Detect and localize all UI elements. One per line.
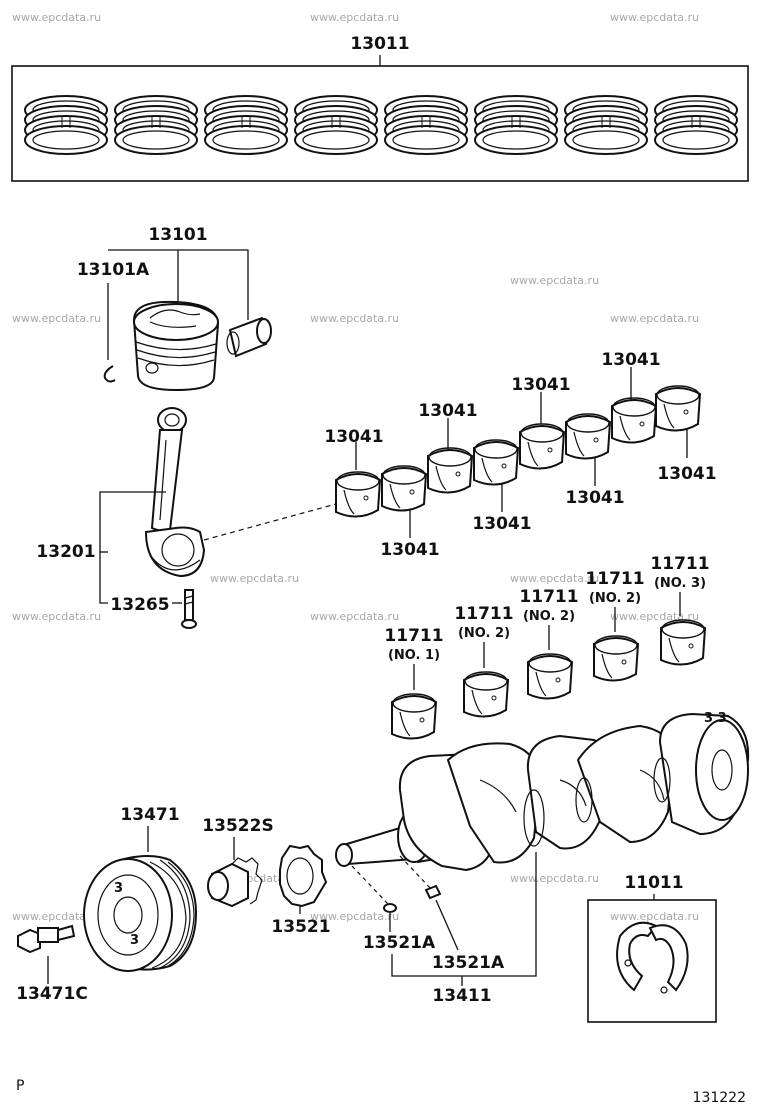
piston-ring-stack xyxy=(204,95,288,155)
timing-gear-spacer[interactable]: 13522S xyxy=(202,816,274,908)
label-13041: 13041 xyxy=(511,375,570,395)
label-13041: 13041 xyxy=(324,427,383,447)
piston-ring-stack xyxy=(474,95,558,155)
pulley-bolt[interactable]: 13471C xyxy=(16,924,88,1004)
conrod-bearings[interactable]: 13041 13041 13041 13041 13041 13041 1304… xyxy=(324,350,716,560)
label-13041: 13041 xyxy=(472,514,531,534)
crankshaft[interactable]: 3 3 13411 xyxy=(335,711,750,1006)
label-13101a: 13101A xyxy=(77,260,150,280)
key-b xyxy=(424,884,442,900)
assembly-dash-line xyxy=(203,503,337,541)
label-11711: 11711 xyxy=(454,604,513,624)
thrust-washers[interactable]: 11011 xyxy=(587,873,717,1023)
main-bearing-shell xyxy=(391,693,438,740)
pulley-mark: 3 xyxy=(114,881,123,896)
watermark: www.epcdata.ru xyxy=(510,572,599,585)
piston xyxy=(132,300,220,392)
piston-pin xyxy=(226,316,272,358)
watermark: www.epcdata.ru xyxy=(310,312,399,325)
snap-ring xyxy=(103,365,116,383)
watermark: www.epcdata.ru xyxy=(610,610,699,623)
label-11711: 11711 xyxy=(650,554,709,574)
label-no2: (NO. 2) xyxy=(523,609,575,624)
label-11711: 11711 xyxy=(519,587,578,607)
crank-keys[interactable]: 13521A 13521A xyxy=(351,855,505,973)
connecting-rod[interactable]: 13201 xyxy=(36,407,206,604)
watermark: www.epcdata.ru xyxy=(610,910,699,923)
conrod-bearing-shell xyxy=(655,385,702,432)
watermark: www.epcdata.ru xyxy=(210,572,299,585)
conrod-bearing-shell xyxy=(381,465,428,512)
main-bearing-shell xyxy=(527,653,574,700)
label-13041: 13041 xyxy=(380,540,439,560)
crank-timing-gear[interactable]: 13521 xyxy=(271,844,331,937)
label-no2: (NO. 2) xyxy=(458,626,510,641)
piston-ring-stack xyxy=(24,95,108,155)
label-13041: 13041 xyxy=(565,488,624,508)
pulley-mark: 3 xyxy=(130,933,139,948)
piston-ring-stack xyxy=(384,95,468,155)
watermark: www.epcdata.ru xyxy=(12,312,101,325)
crankshaft-body: 3 3 xyxy=(335,711,750,872)
label-13471c: 13471C xyxy=(16,984,88,1004)
watermark: www.epcdata.ru xyxy=(310,11,399,24)
crank-mark: 3 3 xyxy=(704,711,727,726)
conrod-bearing-shell xyxy=(335,471,382,518)
label-13041: 13041 xyxy=(601,350,660,370)
conrod-bolt[interactable]: 13265 xyxy=(110,589,197,629)
main-bearings[interactable]: 11711 (NO. 1) 11711 (NO. 2) 11711 (NO. 2… xyxy=(384,554,710,740)
ring-stacks xyxy=(24,95,738,155)
label-13201: 13201 xyxy=(36,542,95,562)
watermark-layer: www.epcdata.ru www.epcdata.ru www.epcdat… xyxy=(12,11,699,923)
main-bearing-shell xyxy=(463,671,510,718)
watermark: www.epcdata.ru xyxy=(310,910,399,923)
conrod-bearing-shell xyxy=(473,439,520,486)
piston-assembly[interactable]: 13101 13101A xyxy=(77,225,272,392)
piston-ring-stack xyxy=(114,95,198,155)
conrod-bearing-shell xyxy=(519,423,566,470)
label-13411: 13411 xyxy=(432,986,491,1006)
piston-ring-stack xyxy=(564,95,648,155)
crank-pulley[interactable]: 13471 3 3 xyxy=(83,805,198,972)
label-no2: (NO. 2) xyxy=(589,591,641,606)
label-13521a: 13521A xyxy=(363,933,436,953)
conrod-bearing-shell xyxy=(565,413,612,460)
piston-ring-set[interactable]: 13011 xyxy=(11,34,749,182)
label-11011: 11011 xyxy=(624,873,683,893)
label-13011: 13011 xyxy=(350,34,409,54)
diagram-number: 131222 xyxy=(693,1090,746,1106)
watermark: www.epcdata.ru xyxy=(310,610,399,623)
label-13101: 13101 xyxy=(148,225,207,245)
watermark: www.epcdata.ru xyxy=(610,312,699,325)
watermark: www.epcdata.ru xyxy=(510,274,599,287)
piston-ring-stack xyxy=(654,95,738,155)
watermark: www.epcdata.ru xyxy=(12,910,101,923)
label-13265: 13265 xyxy=(110,595,169,615)
label-13471: 13471 xyxy=(120,805,179,825)
conrod-body xyxy=(144,407,206,578)
label-13522s: 13522S xyxy=(202,816,273,836)
ring-set-frame xyxy=(11,65,749,182)
label-11711: 11711 xyxy=(585,569,644,589)
watermark: www.epcdata.ru xyxy=(610,11,699,24)
conrod-bearing-shell xyxy=(427,447,474,494)
conrod-bearing-shell xyxy=(611,397,658,444)
label-no1: (NO. 1) xyxy=(388,648,440,663)
label-13041: 13041 xyxy=(418,401,477,421)
label-13041: 13041 xyxy=(657,464,716,484)
label-13521a: 13521A xyxy=(432,953,505,973)
piston-ring-stack xyxy=(294,95,378,155)
label-11711: 11711 xyxy=(384,626,443,646)
main-bearing-shell xyxy=(593,635,640,682)
label-13521: 13521 xyxy=(271,917,330,937)
main-bearing-shell xyxy=(660,619,707,666)
watermark: www.epcdata.ru xyxy=(510,872,599,885)
label-no3: (NO. 3) xyxy=(654,576,706,591)
thrust-washer-frame xyxy=(587,899,717,1023)
watermark: www.epcdata.ru xyxy=(12,610,101,623)
page-marker: P xyxy=(16,1078,24,1094)
watermark: www.epcdata.ru xyxy=(12,11,101,24)
key-a xyxy=(383,903,397,913)
